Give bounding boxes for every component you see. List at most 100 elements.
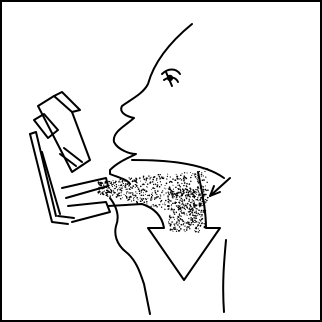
mist-dot bbox=[127, 184, 128, 185]
mist-dot bbox=[186, 178, 188, 180]
mist-dot bbox=[200, 226, 201, 227]
mist-dot bbox=[133, 195, 135, 197]
mist-dot bbox=[107, 188, 108, 189]
mist-dot bbox=[100, 182, 101, 183]
mist-dot bbox=[183, 223, 184, 224]
mist-dot bbox=[194, 212, 196, 214]
mist-dot bbox=[204, 226, 206, 228]
mist-dot bbox=[173, 228, 175, 230]
mist-dot bbox=[149, 182, 151, 184]
mist-dot bbox=[151, 194, 152, 195]
mist-dot bbox=[186, 222, 187, 223]
mist-dot bbox=[181, 212, 183, 214]
mist-dot bbox=[154, 197, 155, 198]
mist-dot bbox=[165, 192, 166, 193]
mist-dot bbox=[152, 192, 153, 193]
mist-dot bbox=[111, 184, 112, 185]
mist-dot bbox=[149, 179, 150, 180]
mist-dot bbox=[184, 172, 185, 173]
mist-dot bbox=[123, 183, 124, 184]
mist-dot bbox=[185, 195, 186, 196]
mist-dot bbox=[167, 174, 168, 175]
mist-dot bbox=[161, 184, 162, 185]
mist-dot bbox=[122, 197, 123, 198]
mist-dot bbox=[206, 168, 207, 169]
mist-dot bbox=[200, 211, 201, 212]
mist-dot bbox=[184, 226, 185, 227]
mist-dot bbox=[176, 174, 177, 175]
mist-dot bbox=[141, 192, 142, 193]
mist-dot bbox=[201, 201, 203, 203]
mist-dot bbox=[193, 224, 194, 225]
mist-dot bbox=[116, 186, 118, 188]
mist-dot bbox=[166, 178, 167, 179]
mist-dot bbox=[190, 177, 192, 179]
mist-dot bbox=[133, 198, 134, 199]
mist-dot bbox=[204, 194, 205, 195]
mist-dot bbox=[177, 178, 179, 180]
mist-dot bbox=[196, 199, 198, 201]
mist-dot bbox=[120, 184, 122, 186]
mist-dot bbox=[132, 193, 133, 194]
mist-dot bbox=[199, 222, 201, 224]
mist-dot bbox=[199, 202, 201, 204]
mist-dot bbox=[163, 177, 164, 178]
mist-dot bbox=[146, 180, 147, 181]
mist-dot bbox=[201, 214, 203, 216]
mist-dot bbox=[126, 196, 127, 197]
mist-dot bbox=[119, 180, 120, 181]
mist-dot bbox=[179, 218, 181, 220]
mist-dot bbox=[178, 209, 180, 211]
mist-dot bbox=[139, 190, 140, 191]
mist-dot bbox=[174, 219, 175, 220]
mist-dot bbox=[181, 210, 182, 211]
mist-dot bbox=[114, 193, 115, 194]
mist-dot bbox=[148, 175, 149, 176]
mist-dot bbox=[186, 191, 187, 192]
mist-dot bbox=[201, 216, 202, 217]
mist-dot bbox=[205, 185, 206, 186]
mist-dot bbox=[147, 183, 149, 185]
mist-dot bbox=[201, 185, 202, 186]
mist-dot bbox=[141, 198, 143, 200]
mist-dot bbox=[192, 173, 193, 174]
mist-dot bbox=[173, 185, 174, 186]
mist-dot bbox=[113, 191, 115, 193]
mist-dot bbox=[204, 207, 205, 208]
mist-dot bbox=[200, 216, 201, 217]
mist-dot bbox=[136, 193, 137, 194]
mist-dot bbox=[102, 182, 104, 184]
mist-dot bbox=[181, 224, 183, 226]
mist-dot bbox=[196, 192, 197, 193]
mist-dot bbox=[183, 229, 184, 230]
mist-dot bbox=[197, 180, 199, 182]
mist-dot bbox=[187, 208, 188, 209]
mist-dot bbox=[177, 192, 178, 193]
mist-dot bbox=[203, 168, 204, 169]
mist-dot bbox=[171, 194, 172, 195]
mist-dot bbox=[156, 206, 158, 208]
mist-dot bbox=[159, 197, 161, 199]
mist-dot bbox=[127, 189, 128, 190]
mist-dot bbox=[204, 203, 205, 204]
mist-dot bbox=[143, 176, 145, 178]
mist-dot bbox=[120, 178, 122, 180]
mist-dot bbox=[144, 179, 146, 181]
mist-dot bbox=[103, 187, 105, 189]
mist-dot bbox=[198, 214, 199, 215]
mist-dot bbox=[129, 185, 130, 186]
mist-dot bbox=[159, 176, 160, 177]
mist-dot bbox=[119, 187, 120, 188]
mist-dot bbox=[170, 176, 171, 177]
mist-dot bbox=[135, 187, 136, 188]
mist-dot bbox=[190, 202, 191, 203]
mist-dot bbox=[189, 224, 191, 226]
mist-dot bbox=[205, 176, 206, 177]
mist-dot bbox=[184, 199, 186, 201]
mist-dot bbox=[177, 216, 178, 217]
mist-dot bbox=[152, 179, 154, 181]
mist-dot bbox=[197, 224, 199, 226]
mist-dot bbox=[194, 218, 195, 219]
mist-dot bbox=[198, 178, 199, 179]
mist-dot bbox=[195, 173, 196, 174]
